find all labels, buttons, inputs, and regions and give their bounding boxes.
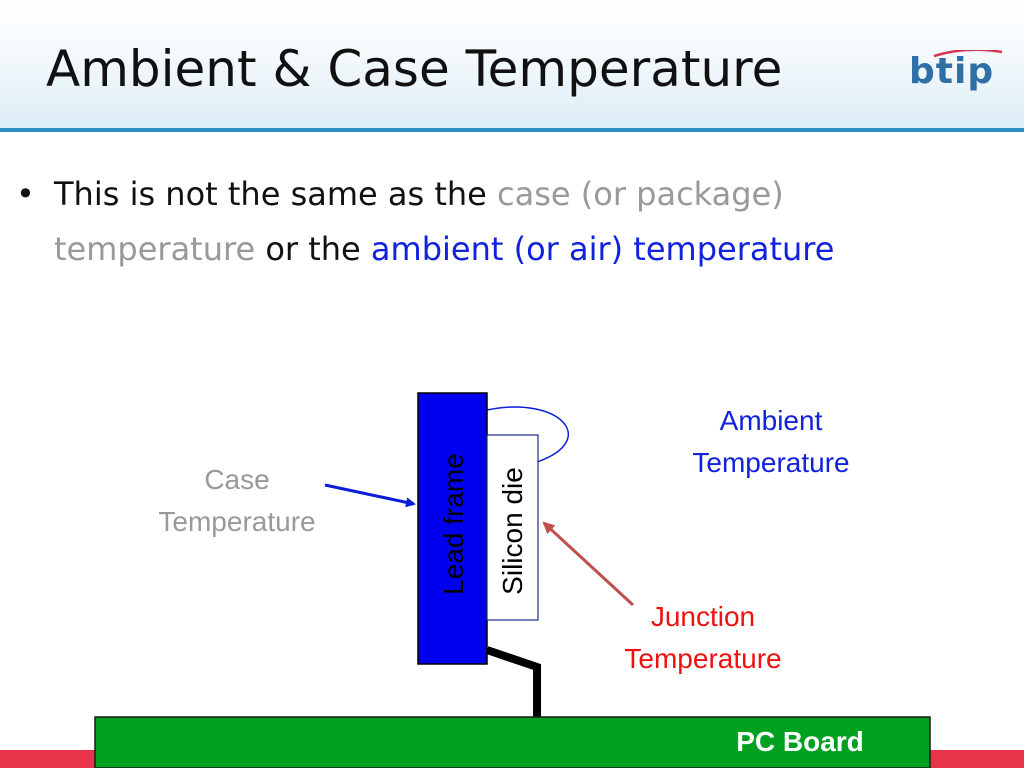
junction-temperature-arrow — [542, 521, 635, 607]
bullet-segment-3: or the — [255, 230, 371, 268]
logo-text: btip — [909, 51, 995, 92]
case-label-line2: Temperature — [158, 506, 316, 537]
bullet-segment-case: case (or package) temperature — [54, 175, 784, 268]
bullet-marker: • — [16, 175, 35, 213]
slide-title: Ambient & Case Temperature — [46, 40, 783, 98]
ambient-label-line2: Temperature — [692, 447, 850, 478]
ambient-temperature-label: Ambient Temperature — [666, 400, 876, 484]
case-temperature-label: Case Temperature — [132, 459, 342, 543]
lead-frame — [417, 392, 488, 665]
black-lead — [485, 646, 541, 718]
silicon-die-label: Silicon die — [497, 467, 528, 595]
silicon-die — [486, 434, 539, 621]
logo-swoosh-icon — [933, 50, 1003, 58]
junction-label-line2: Temperature — [624, 643, 782, 674]
ambient-label-line1: Ambient — [719, 405, 823, 436]
slide-header: Ambient & Case Temperature btip — [0, 0, 1024, 132]
btip-logo: btip — [904, 50, 1004, 100]
case-temperature-arrow — [324, 483, 416, 508]
lead-frame-label: Lead frame — [438, 453, 469, 595]
bullet-segment-1: This is not the same as the — [54, 175, 498, 213]
bond-wire — [486, 406, 570, 463]
junction-label-line1: Junction — [650, 601, 756, 632]
bullet-segment-ambient: ambient (or air) temperature — [370, 230, 835, 268]
junction-temperature-label: Junction Temperature — [598, 596, 808, 680]
case-label-line1: Case — [204, 464, 270, 495]
pc-board-label: PC Board — [736, 726, 864, 757]
pc-board — [94, 716, 931, 768]
bullet-text: This is not the same as the case (or pac… — [54, 167, 974, 277]
